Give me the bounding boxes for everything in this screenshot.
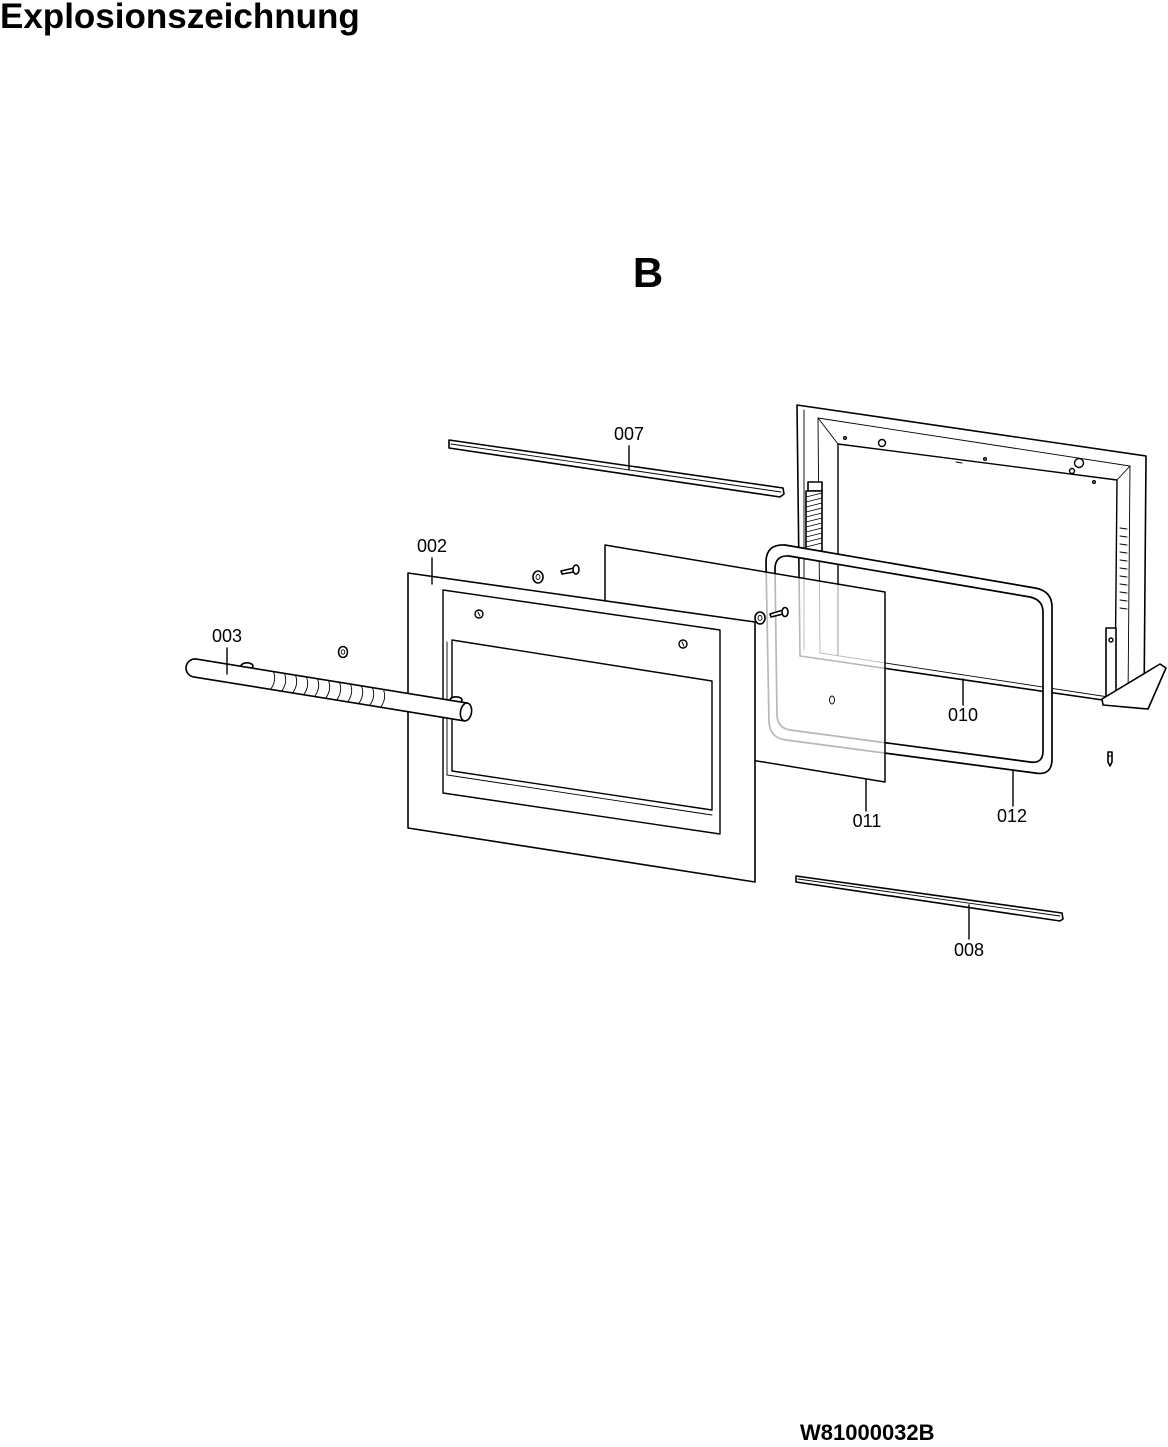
- section-letter: B: [633, 249, 663, 296]
- handle-end-cap: [459, 702, 473, 722]
- screw-head: [572, 564, 580, 575]
- frame-bevel-left: [817, 417, 839, 445]
- screw-shank: [560, 567, 575, 575]
- grip-ring: [336, 681, 342, 701]
- frame-opening: [837, 443, 1118, 693]
- frame-flange: [1101, 663, 1167, 710]
- frame-hole: [843, 436, 848, 441]
- front-glass-outline: [407, 572, 756, 883]
- frame-notches: [1119, 527, 1128, 610]
- bottom-strip-edge: [797, 878, 1061, 917]
- callout-011: 011: [853, 811, 882, 831]
- callout-010: 010: [948, 705, 978, 725]
- handle-body: [185, 658, 469, 722]
- frame-hole: [1068, 467, 1076, 475]
- washer-hole: [535, 574, 541, 580]
- callout-008: 008: [954, 940, 984, 960]
- door-seal-012: [765, 544, 1053, 775]
- glass-mount-mark: [681, 641, 685, 647]
- door-handle-003: [185, 658, 473, 722]
- callout-labels: 007 002 003 010 011 012 008: [212, 424, 1027, 960]
- washer: [754, 611, 766, 625]
- top-strip-edge: [450, 443, 782, 493]
- grip-ring: [347, 683, 353, 703]
- frame-hole: [1073, 457, 1085, 469]
- washer: [532, 570, 544, 584]
- grip-ring: [380, 689, 386, 708]
- bottom-strip-008: [795, 875, 1064, 922]
- grip-ring: [303, 676, 309, 696]
- washer: [337, 645, 349, 659]
- glass-mount-hole: [678, 639, 688, 649]
- callout-003: 003: [212, 626, 242, 646]
- grip-ring: [281, 672, 287, 692]
- leader-lines: [226, 445, 1014, 940]
- front-glass-window: [451, 639, 713, 811]
- grip-ring: [358, 685, 364, 705]
- handle-grip: [270, 671, 386, 708]
- callout-002: 002: [417, 536, 447, 556]
- front-glass-002: [407, 572, 756, 883]
- hinge-right-pin: [1108, 637, 1114, 643]
- callout-007: 007: [614, 424, 644, 444]
- panel-clip: [829, 695, 835, 705]
- grip-ring: [369, 687, 375, 706]
- frame-hole: [1091, 480, 1096, 485]
- screw: [1107, 751, 1113, 767]
- bottom-strip-outline: [795, 875, 1064, 922]
- top-strip-007: [448, 439, 785, 498]
- callout-012: 012: [997, 806, 1027, 826]
- grip-ring: [325, 680, 331, 699]
- screw-head: [781, 606, 789, 618]
- grip-ring: [270, 671, 276, 690]
- washer-hole: [757, 615, 763, 621]
- washer-hole: [340, 649, 346, 655]
- drawing-number: W81000032B: [800, 1420, 935, 1445]
- front-glass-border: [442, 589, 721, 835]
- frame-mark: [955, 461, 963, 464]
- hinge-bracket: [807, 481, 823, 492]
- glass-mount-mark: [477, 611, 481, 617]
- hinge-spring: [805, 492, 823, 548]
- grip-ring: [292, 674, 298, 694]
- frame-bevel-right: [1116, 465, 1131, 481]
- page-title: Explosionszeichnung: [0, 0, 360, 36]
- grip-ring: [314, 678, 320, 697]
- fasteners: [337, 564, 1113, 767]
- frame-hole: [877, 438, 887, 448]
- front-glass-window-inset: [446, 641, 713, 816]
- frame-hole: [983, 457, 988, 462]
- glass-mount-hole: [474, 609, 484, 619]
